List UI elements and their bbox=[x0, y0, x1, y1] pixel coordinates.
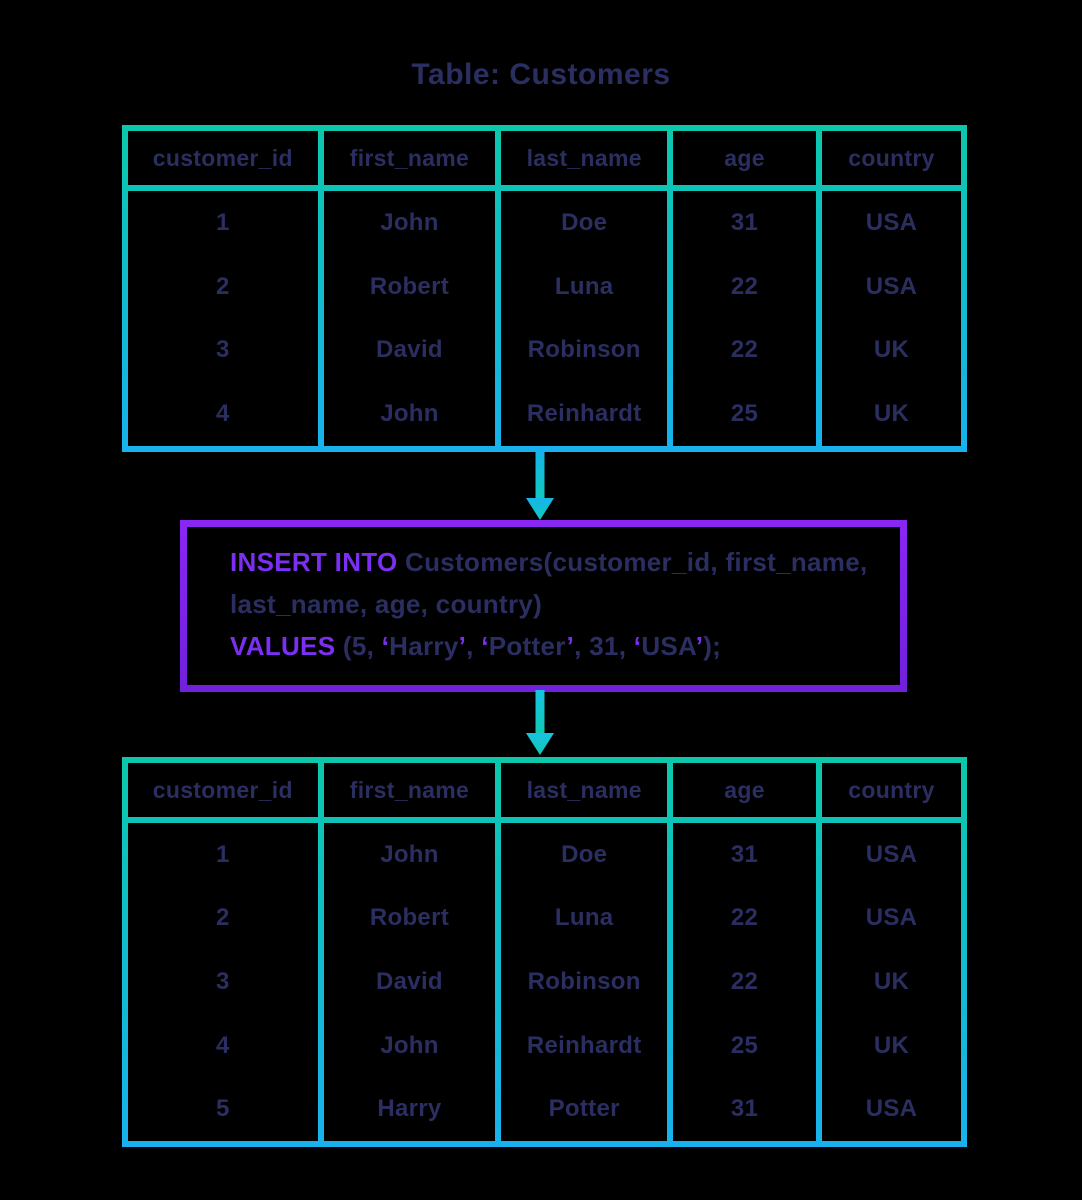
table-cell: Harry bbox=[377, 1095, 442, 1123]
table-cell: Luna bbox=[554, 272, 614, 300]
table-column: 31 22 22 25 31 bbox=[673, 823, 817, 1141]
column-header: country bbox=[822, 131, 961, 185]
column-header: last_name bbox=[501, 763, 668, 817]
down-arrow-icon bbox=[526, 452, 554, 520]
table-cell: USA bbox=[865, 272, 918, 300]
table-cell: 5 bbox=[215, 1095, 230, 1123]
table-cell: Robert bbox=[369, 272, 450, 300]
table-cell: UK bbox=[873, 1031, 910, 1059]
table-cell: John bbox=[380, 400, 439, 428]
table-cell: UK bbox=[873, 336, 910, 364]
table-cell: UK bbox=[873, 967, 910, 995]
table-cell: Robinson bbox=[527, 967, 641, 995]
sql-text: , 31, bbox=[574, 631, 634, 661]
table-cell: Doe bbox=[561, 208, 608, 236]
table-cell: USA bbox=[865, 208, 918, 236]
table-cell: David bbox=[376, 967, 443, 995]
table-cell: 1 bbox=[215, 840, 230, 868]
table-column: 1 2 3 4 bbox=[128, 191, 318, 446]
table-cell: 31 bbox=[730, 840, 759, 868]
page-title: Table: Customers bbox=[411, 58, 671, 91]
table-cell: 1 bbox=[215, 208, 230, 236]
sql-values: (5, ‘Harry’, ‘Potter’, 31, ‘USA’); bbox=[343, 631, 721, 661]
column-header: last_name bbox=[501, 131, 668, 185]
table-cell: Reinhardt bbox=[526, 1031, 642, 1059]
column-header: country bbox=[822, 763, 961, 817]
sql-quote-mark: ‘ bbox=[381, 631, 390, 661]
sql-quote-mark: ’ bbox=[566, 631, 575, 661]
table-cell: Reinhardt bbox=[526, 400, 642, 428]
down-arrow-icon bbox=[526, 690, 554, 755]
table-cell: 25 bbox=[730, 400, 759, 428]
table-cell: 22 bbox=[730, 904, 759, 932]
table-column: USA USA UK UK USA bbox=[822, 823, 961, 1141]
table-cell: John bbox=[380, 840, 439, 868]
sql-text: Customers(customer_id, first_name, bbox=[405, 547, 868, 577]
sql-line-3: VALUES (5, ‘Harry’, ‘Potter’, 31, ‘USA’)… bbox=[230, 625, 890, 667]
column-header: customer_id bbox=[128, 131, 318, 185]
column-header: age bbox=[673, 763, 817, 817]
table-cell: UK bbox=[873, 400, 910, 428]
table-cell: 22 bbox=[730, 967, 759, 995]
sql-text: ); bbox=[703, 631, 722, 661]
table-cell: Luna bbox=[554, 904, 614, 932]
sql-text: , bbox=[466, 631, 482, 661]
table-column: 31 22 22 25 bbox=[673, 191, 817, 446]
table-cell: 31 bbox=[730, 208, 759, 236]
table-cell: 2 bbox=[215, 272, 230, 300]
table-cell: John bbox=[380, 1031, 439, 1059]
sql-quote-mark: ‘ bbox=[481, 631, 489, 661]
table-cell: 22 bbox=[730, 272, 759, 300]
sql-line-1: INSERT INTO Customers(customer_id, first… bbox=[230, 541, 890, 583]
table-cell: John bbox=[380, 208, 439, 236]
sql-text: Potter bbox=[488, 631, 567, 661]
sql-text: (5, bbox=[342, 631, 382, 661]
sql-text: Harry bbox=[389, 631, 459, 661]
table-column: 1 2 3 4 5 bbox=[128, 823, 318, 1141]
table-cell: USA bbox=[865, 1095, 918, 1123]
column-header: customer_id bbox=[128, 763, 318, 817]
table-cell: Doe bbox=[561, 840, 608, 868]
table-cell: 25 bbox=[730, 1031, 759, 1059]
table-cell: USA bbox=[865, 904, 918, 932]
table-cell: 2 bbox=[215, 904, 230, 932]
table-column: USA USA UK UK bbox=[822, 191, 961, 446]
table-cell: Potter bbox=[548, 1095, 620, 1123]
sql-line-2: last_name, age, country) bbox=[230, 589, 543, 619]
sql-statement-inner: INSERT INTO Customers(customer_id, first… bbox=[187, 527, 900, 685]
table-cell: 31 bbox=[730, 1095, 759, 1123]
sql-keyword-values: VALUES bbox=[230, 631, 336, 661]
table-cell: 22 bbox=[730, 336, 759, 364]
table-cell: 4 bbox=[215, 1031, 230, 1059]
sql-quote-mark: ’ bbox=[458, 631, 467, 661]
column-header: first_name bbox=[323, 763, 496, 817]
sql-text: USA bbox=[641, 631, 696, 661]
table-cell: 3 bbox=[215, 336, 230, 364]
table-cell: Robinson bbox=[527, 336, 641, 364]
sql-quote-mark: ’ bbox=[695, 631, 704, 661]
sql-statement-box: INSERT INTO Customers(customer_id, first… bbox=[180, 520, 907, 692]
table-cell: Robert bbox=[369, 904, 450, 932]
table-cell: 4 bbox=[215, 400, 230, 428]
sql-keyword-insert: INSERT INTO bbox=[230, 547, 398, 577]
column-header: age bbox=[673, 131, 817, 185]
table-cell: USA bbox=[865, 840, 918, 868]
column-header: first_name bbox=[323, 131, 496, 185]
table-cell: 3 bbox=[215, 967, 230, 995]
sql-quote-mark: ‘ bbox=[633, 631, 642, 661]
table-cell: David bbox=[376, 336, 443, 364]
